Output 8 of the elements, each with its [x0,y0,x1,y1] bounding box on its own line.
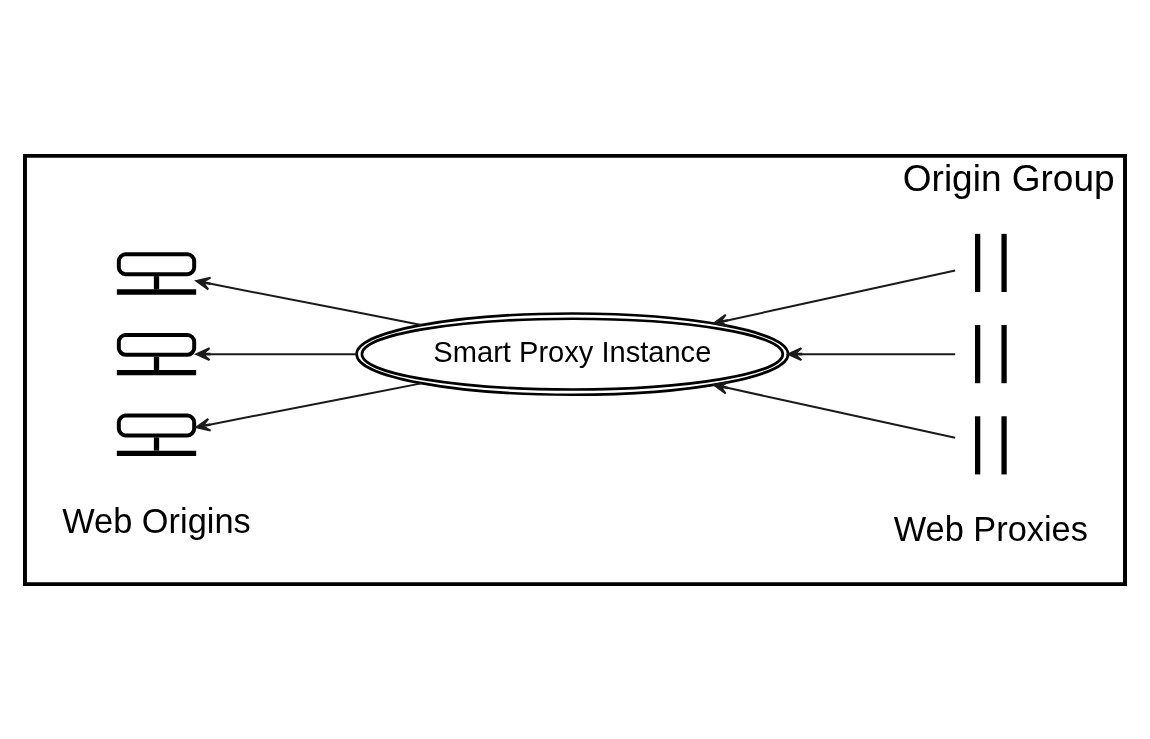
arrow [195,276,423,326]
arrow [787,346,957,361]
arrow [713,380,957,439]
label: Web Origins [62,501,251,540]
label: Web Proxies [893,509,1088,548]
arrow [713,269,957,327]
arrow [195,381,423,432]
arrow [195,346,358,361]
